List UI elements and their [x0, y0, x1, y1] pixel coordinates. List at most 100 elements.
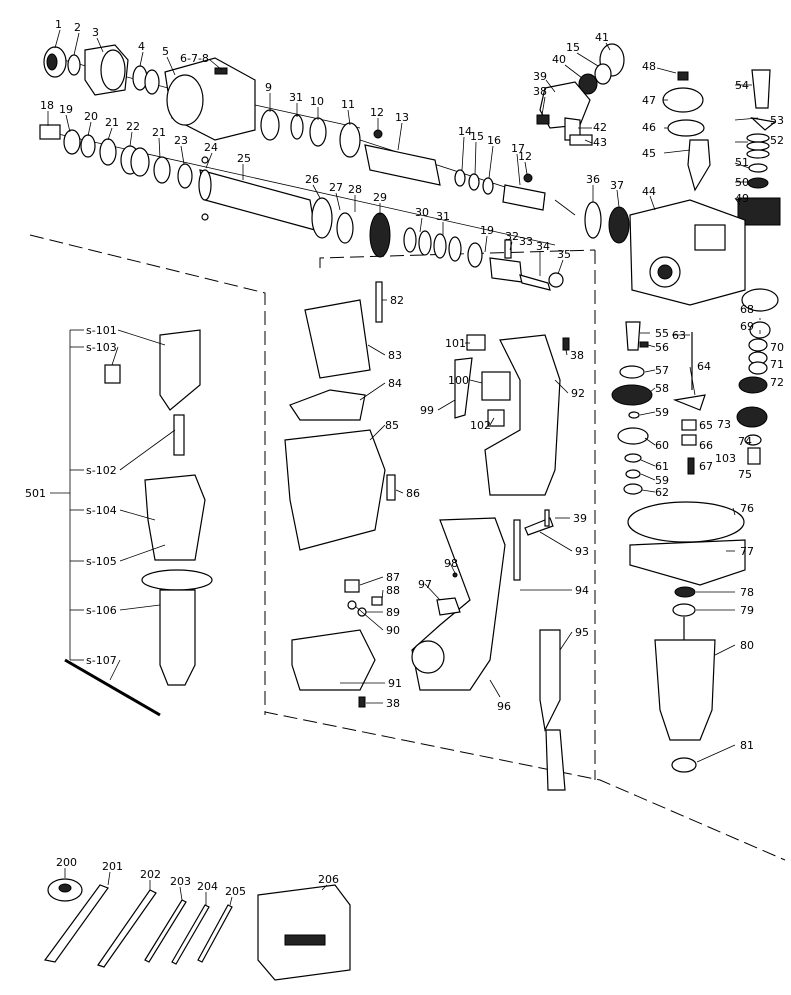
part-label: 78 [740, 586, 754, 599]
right-column-parts [672, 288, 779, 475]
part-label: 51 [735, 156, 749, 169]
part-label: s-103 [86, 341, 117, 354]
part-label: 84 [388, 377, 402, 390]
handle-parts [411, 334, 570, 791]
part-label: 48 [642, 60, 656, 73]
part-label: 90 [386, 624, 400, 637]
part-label: 76 [740, 502, 754, 515]
part-label: 3 [92, 26, 99, 39]
part-label: 59 [655, 406, 669, 419]
part-label: 59 [655, 474, 669, 487]
part-label: 79 [740, 604, 754, 617]
part-label: 20 [84, 110, 98, 123]
part-label: 11 [341, 98, 355, 111]
part-label: 1 [55, 18, 62, 31]
part-label: 39 [533, 70, 547, 83]
part-label: 22 [126, 120, 140, 133]
gearbox-housing [584, 199, 746, 306]
part-label: 2 [74, 21, 81, 34]
middle-gear-parts [611, 321, 653, 495]
part-label: 42 [593, 121, 607, 134]
center-housing-parts [284, 281, 396, 708]
part-label: 93 [575, 545, 589, 558]
part-label: 45 [642, 147, 656, 160]
part-label: 96 [497, 700, 511, 713]
part-label: 38 [570, 349, 584, 362]
part-label: 55 [655, 327, 669, 340]
part-label: 10 [310, 95, 324, 108]
part-label: 14 [458, 125, 472, 138]
part-label: 38 [533, 85, 547, 98]
part-label: 21 [152, 126, 166, 139]
part-label: 23 [174, 134, 188, 147]
part-label: 54 [735, 79, 749, 92]
part-label: 37 [610, 179, 624, 192]
part-label: 47 [642, 94, 656, 107]
part-label: 68 [740, 303, 754, 316]
part-label: 58 [655, 382, 669, 395]
part-label: s-107 [86, 654, 117, 667]
part-label: 27 [329, 181, 343, 194]
part-label: 69 [740, 320, 754, 333]
part-label: s-104 [86, 504, 117, 517]
top-row-parts [43, 44, 441, 186]
part-label: 26 [305, 173, 319, 186]
part-label: 24 [204, 141, 218, 154]
top-right-parts [536, 43, 781, 226]
part-label: 91 [388, 677, 402, 690]
part-label: 56 [655, 341, 669, 354]
part-label: 15 [470, 130, 484, 143]
part-label: 9 [265, 81, 272, 94]
part-label: 101 [445, 337, 466, 350]
part-label: 4 [138, 40, 145, 53]
part-label: 63 [672, 329, 686, 342]
part-label: 41 [595, 31, 609, 44]
part-label: 57 [655, 364, 669, 377]
part-label: 44 [642, 185, 656, 198]
part-label: 65 [699, 419, 713, 432]
part-label: 28 [348, 183, 362, 196]
part-label: 49 [735, 192, 749, 205]
part-label: 43 [593, 136, 607, 149]
part-label: 29 [373, 191, 387, 204]
part-label: 501 [25, 487, 46, 500]
part-label: 102 [470, 419, 491, 432]
part-label: 50 [735, 176, 749, 189]
s-series-bracket [50, 329, 84, 661]
side-handle-parts [64, 329, 213, 717]
part-label: 92 [571, 387, 585, 400]
second-row-parts [39, 124, 564, 291]
part-label: s-101 [86, 324, 117, 337]
part-label: 95 [575, 626, 589, 639]
part-label: 71 [770, 358, 784, 371]
part-label: 77 [740, 545, 754, 558]
part-number-labels: 1 2 3 4 5 6-7-8 9 31 10 11 12 13 18 19 2… [25, 18, 784, 898]
part-label: 46 [642, 121, 656, 134]
part-label: 34 [536, 240, 550, 253]
part-label: 200 [56, 856, 77, 869]
part-label: 19 [59, 103, 73, 116]
part-label: 16 [487, 134, 501, 147]
part-label: s-106 [86, 604, 117, 617]
part-label: 12 [370, 106, 384, 119]
part-label: 89 [386, 606, 400, 619]
assembly-boundary-lines [29, 234, 786, 861]
part-label: 86 [406, 487, 420, 500]
part-label: 206 [318, 873, 339, 886]
part-label: 85 [385, 419, 399, 432]
part-label: 31 [436, 210, 450, 223]
part-label: 33 [519, 235, 533, 248]
part-label: 60 [655, 439, 669, 452]
part-label: 67 [699, 460, 713, 473]
part-label: 201 [102, 860, 123, 873]
part-label: 103 [715, 452, 736, 465]
part-label: 40 [552, 53, 566, 66]
part-label: 97 [418, 578, 432, 591]
part-label: s-102 [86, 464, 117, 477]
part-label: 202 [140, 868, 161, 881]
part-label: 74 [738, 435, 752, 448]
part-label: 66 [699, 439, 713, 452]
part-label: 52 [770, 134, 784, 147]
part-label: 12 [518, 150, 532, 163]
